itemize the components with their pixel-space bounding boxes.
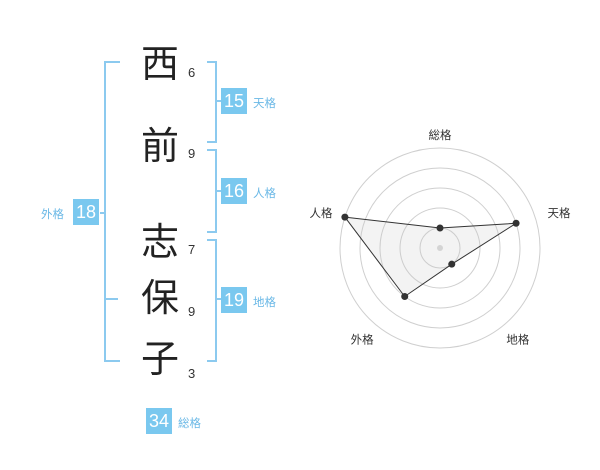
stroke-count-5: 3 [188,366,196,381]
radar-point-3 [448,260,456,268]
jinkaku-value: 16 [221,178,247,204]
name-char-2: 前 [140,124,179,168]
chikaku-bracket [207,239,217,362]
jinkaku-label: 人格 [253,186,276,200]
name-char-5: 子 [140,337,179,381]
stroke-count-1: 6 [188,65,196,80]
gaikaku-value: 18 [73,199,99,225]
radar-center-dot [437,245,443,251]
radar-point-2 [512,219,520,227]
gaikaku-bracket-tick [106,298,118,300]
stroke-count-4: 9 [188,304,196,319]
chikaku-connector [215,298,221,300]
tenkaku-connector [215,100,221,102]
stroke-count-2: 9 [188,146,196,161]
chikaku-value: 19 [221,287,247,313]
name-char-3: 志 [140,220,179,264]
radar-axis-label-3: 地格 [506,332,529,346]
radar-axis-label-4: 外格 [351,332,374,346]
radar-series-polygon [343,216,517,298]
radar-ring [359,167,521,329]
radar-ring [339,147,541,349]
tenkaku-bracket [207,61,217,143]
radar-point-1 [436,224,444,232]
radar-axis-label-2: 天格 [547,206,570,220]
name-char-1: 西 [140,42,179,86]
radar-axis-label-5: 人格 [310,206,333,220]
stroke-count-3: 7 [188,242,196,257]
radar-ring [399,207,481,289]
chikaku-label: 地格 [253,295,276,309]
gaikaku-bracket [104,61,120,362]
tenkaku-value: 15 [221,88,247,114]
jinkaku-connector [215,190,221,192]
radar-point-4 [401,293,409,301]
radar-axis-label-1: 総格 [429,128,452,142]
gaikaku-connector [100,212,104,214]
name-char-4: 保 [140,276,179,320]
tenkaku-label: 天格 [253,96,276,110]
gaikaku-label: 外格 [41,207,64,221]
soukaku-label: 総格 [178,416,201,430]
radar-ring [379,187,501,309]
radar-point-5 [341,213,349,221]
soukaku-value: 34 [146,408,172,434]
